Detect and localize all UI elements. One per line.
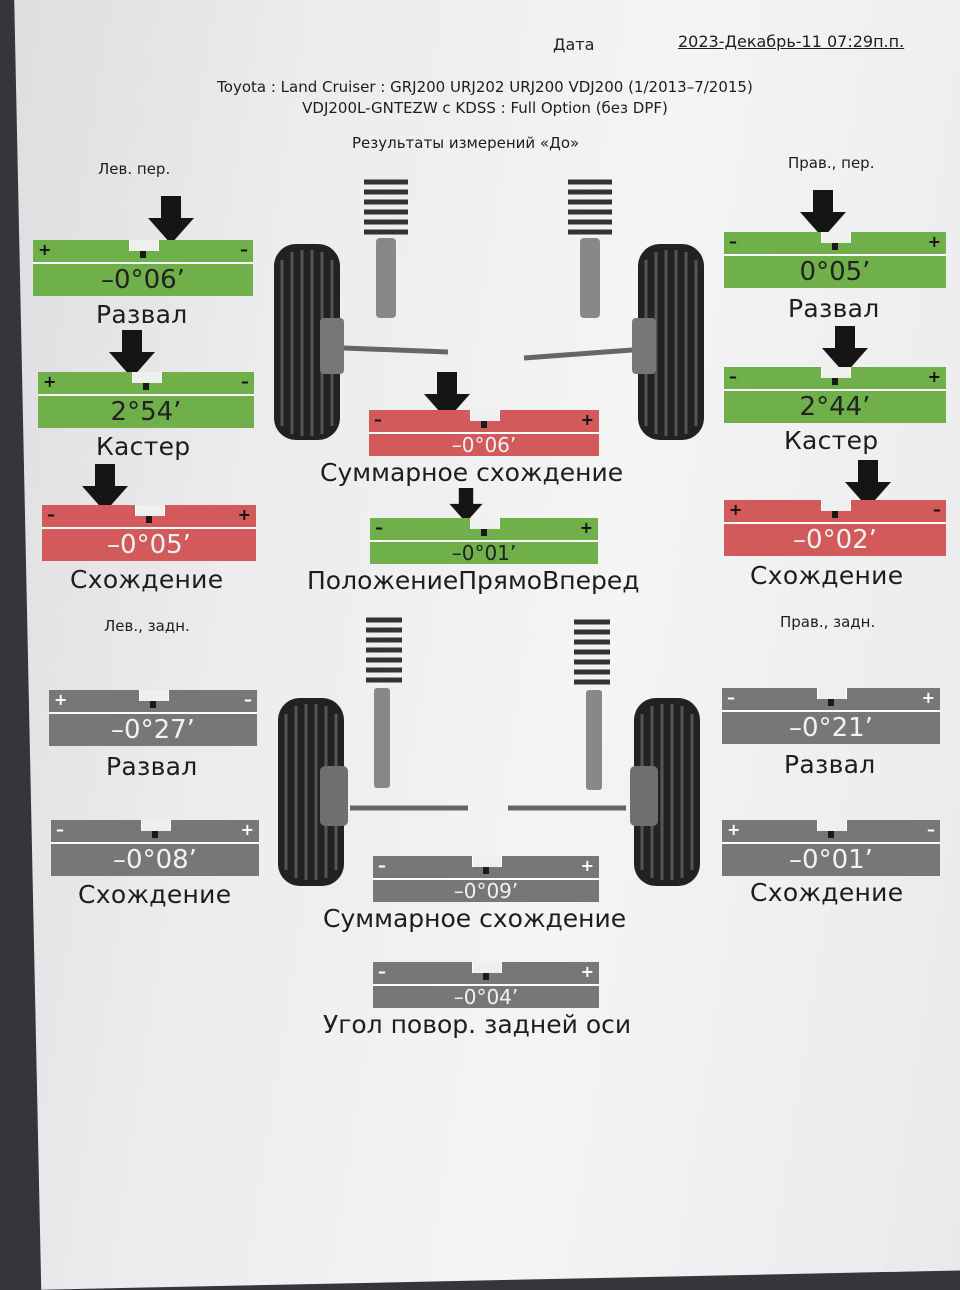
front-right-caster-value: 2°44’ — [799, 392, 871, 422]
coil-spring-icon — [364, 179, 612, 235]
front-total-toe-label: Суммарное схождение — [320, 458, 624, 487]
pointer-arrow-icon — [82, 464, 128, 512]
straight-ahead-value: –0°01’ — [451, 542, 517, 564]
gauge-sign: – — [240, 240, 248, 259]
rear-left-toe-value: –0°08’ — [113, 845, 197, 875]
front-right-caster-gauge: – + 2°44’ — [724, 367, 946, 423]
rear-left-toe-label: Схождение — [78, 880, 232, 909]
front-left-toe-value: –0°05’ — [107, 530, 191, 560]
front-total-toe-gauge: – + –0°06’ — [369, 410, 599, 456]
rear-total-toe-label: Суммарное схождение — [323, 904, 627, 933]
pointer-arrow-icon — [449, 488, 483, 523]
rear-left-camber-label: Развал — [106, 752, 198, 781]
front-left-toe-gauge: – + –0°05’ — [42, 505, 256, 561]
pointer-arrow-icon — [845, 460, 891, 508]
gauge-sign: + — [729, 500, 743, 519]
brake-drum-icon — [320, 766, 658, 826]
gauge-sign: + — [927, 232, 941, 251]
gauge-sign: + — [43, 372, 57, 391]
control-arm-icon — [343, 345, 633, 361]
rear-right-camber-value: –0°21’ — [789, 713, 873, 743]
front-right-toe-label: Схождение — [750, 561, 904, 590]
rear-left-camber-value: –0°27’ — [111, 715, 195, 745]
hub-icon — [320, 318, 656, 374]
shock-absorber-icon — [376, 238, 600, 318]
front-total-toe-value: –0°06’ — [451, 434, 517, 456]
front-right-title: Прав., пер. — [788, 154, 875, 172]
rear-right-toe-gauge: + – –0°01’ — [722, 820, 940, 876]
front-right-camber-gauge: – + 0°05’ — [724, 232, 946, 288]
front-left-title: Лев. пер. — [98, 160, 171, 178]
rear-left-camber-gauge: + – –0°27’ — [49, 690, 257, 746]
pointer-arrow-icon — [109, 330, 155, 378]
vehicle-variant-line: VDJ200L-GNTEZW с KDSS : Full Option (без… — [302, 99, 668, 117]
gauge-sign: – — [729, 232, 737, 251]
rear-right-toe-label: Схождение — [750, 878, 904, 907]
rear-left-title: Лев., задн. — [104, 617, 190, 635]
front-left-camber-gauge: + – –0°06’ — [33, 240, 253, 296]
gauge-sign: + — [580, 410, 594, 429]
vehicle-model-line: Toyota : Land Cruiser : GRJ200 URJ202 UR… — [217, 78, 753, 96]
rear-right-camber-gauge: – + –0°21’ — [722, 688, 940, 744]
gauge-sign: + — [580, 856, 594, 875]
straight-ahead-label: ПоложениеПрямоВперед — [307, 566, 640, 595]
gauge-sign: + — [921, 688, 935, 707]
gauge-sign: + — [727, 820, 741, 839]
front-left-caster-label: Кастер — [96, 432, 191, 461]
thrust-angle-gauge: – + –0°04’ — [373, 962, 599, 1008]
gauge-sign: – — [47, 505, 55, 524]
rear-right-title: Прав., задн. — [780, 613, 876, 631]
gauge-sign: – — [378, 962, 386, 981]
straight-ahead-gauge: – + –0°01’ — [370, 518, 598, 564]
pointer-arrow-icon — [822, 326, 868, 374]
date-value: 2023-Декабрь-11 07:29п.п. — [678, 32, 905, 51]
front-right-camber-label: Развал — [788, 294, 880, 323]
front-left-camber-label: Развал — [96, 300, 188, 329]
front-left-caster-gauge: + – 2°54’ — [38, 372, 254, 428]
rear-total-toe-gauge: – + –0°09’ — [373, 856, 599, 902]
pointer-arrow-icon — [424, 372, 470, 420]
gauge-sign: + — [580, 962, 594, 981]
front-right-toe-gauge: + – –0°02’ — [724, 500, 946, 556]
gauge-sign: – — [727, 688, 735, 707]
gauge-sign: – — [374, 410, 382, 429]
results-title: Результаты измерений «До» — [352, 134, 580, 152]
pointer-arrow-icon — [800, 190, 846, 238]
gauge-sign: – — [729, 367, 737, 386]
rear-total-toe-value: –0°09’ — [453, 880, 519, 902]
rear-left-toe-gauge: – + –0°08’ — [51, 820, 259, 876]
wheel-tire-icon — [278, 698, 700, 886]
front-right-caster-label: Кастер — [784, 426, 879, 455]
gauge-sign: – — [927, 820, 935, 839]
gauge-sign: – — [244, 690, 252, 709]
thrust-angle-value: –0°04’ — [453, 986, 519, 1008]
gauge-sign: + — [927, 367, 941, 386]
gauge-sign: + — [240, 820, 254, 839]
gauge-sign: – — [933, 500, 941, 519]
front-right-toe-value: –0°02’ — [793, 525, 877, 555]
gauge-sign: + — [579, 518, 593, 537]
rear-right-toe-value: –0°01’ — [789, 845, 873, 875]
gauge-sign: – — [378, 856, 386, 875]
gauge-sign: – — [56, 820, 64, 839]
gauge-sign: + — [237, 505, 251, 524]
coil-spring-icon — [366, 617, 610, 685]
front-left-toe-label: Схождение — [70, 565, 224, 594]
thrust-angle-label: Угол повор. задней оси — [323, 1010, 632, 1039]
pointer-arrow-icon — [148, 196, 194, 244]
gauge-sign: + — [38, 240, 52, 259]
front-left-camber-value: –0°06’ — [101, 265, 185, 295]
rear-right-camber-label: Развал — [784, 750, 876, 779]
rear-suspension-illustration — [278, 617, 700, 886]
date-label: Дата — [553, 35, 595, 54]
front-suspension-illustration — [274, 179, 704, 440]
gauge-sign: + — [54, 690, 68, 709]
front-left-caster-value: 2°54’ — [110, 397, 182, 427]
gauge-sign: – — [375, 518, 383, 537]
shock-absorber-icon — [374, 688, 602, 790]
front-right-camber-value: 0°05’ — [799, 257, 871, 287]
wheel-tire-icon — [274, 244, 704, 440]
gauge-sign: – — [241, 372, 249, 391]
